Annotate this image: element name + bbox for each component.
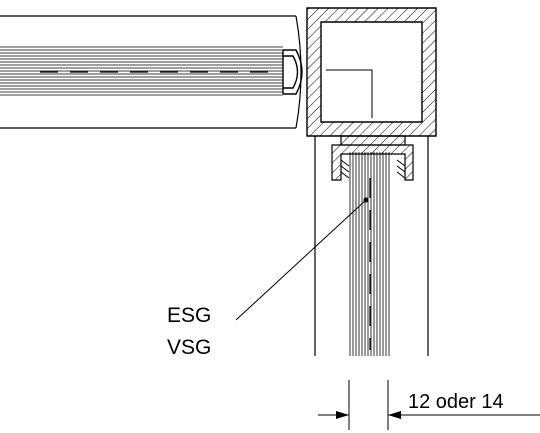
vertical-glass-pane bbox=[349, 152, 390, 356]
horizontal-post bbox=[0, 15, 302, 129]
thickness-dimension-label: 12 oder 14 bbox=[408, 391, 504, 413]
horizontal-glass-clamp bbox=[282, 49, 303, 95]
vertical-post bbox=[314, 136, 429, 356]
thickness-dimension bbox=[318, 380, 540, 430]
horizontal-glass-pane bbox=[0, 46, 283, 96]
glass-type-label-esg: ESG bbox=[167, 304, 211, 327]
corner-profile bbox=[306, 7, 437, 137]
label-leader bbox=[235, 197, 369, 321]
vertical-glass-clamp bbox=[331, 135, 414, 181]
glass-type-label-vsg: VSG bbox=[167, 336, 211, 359]
